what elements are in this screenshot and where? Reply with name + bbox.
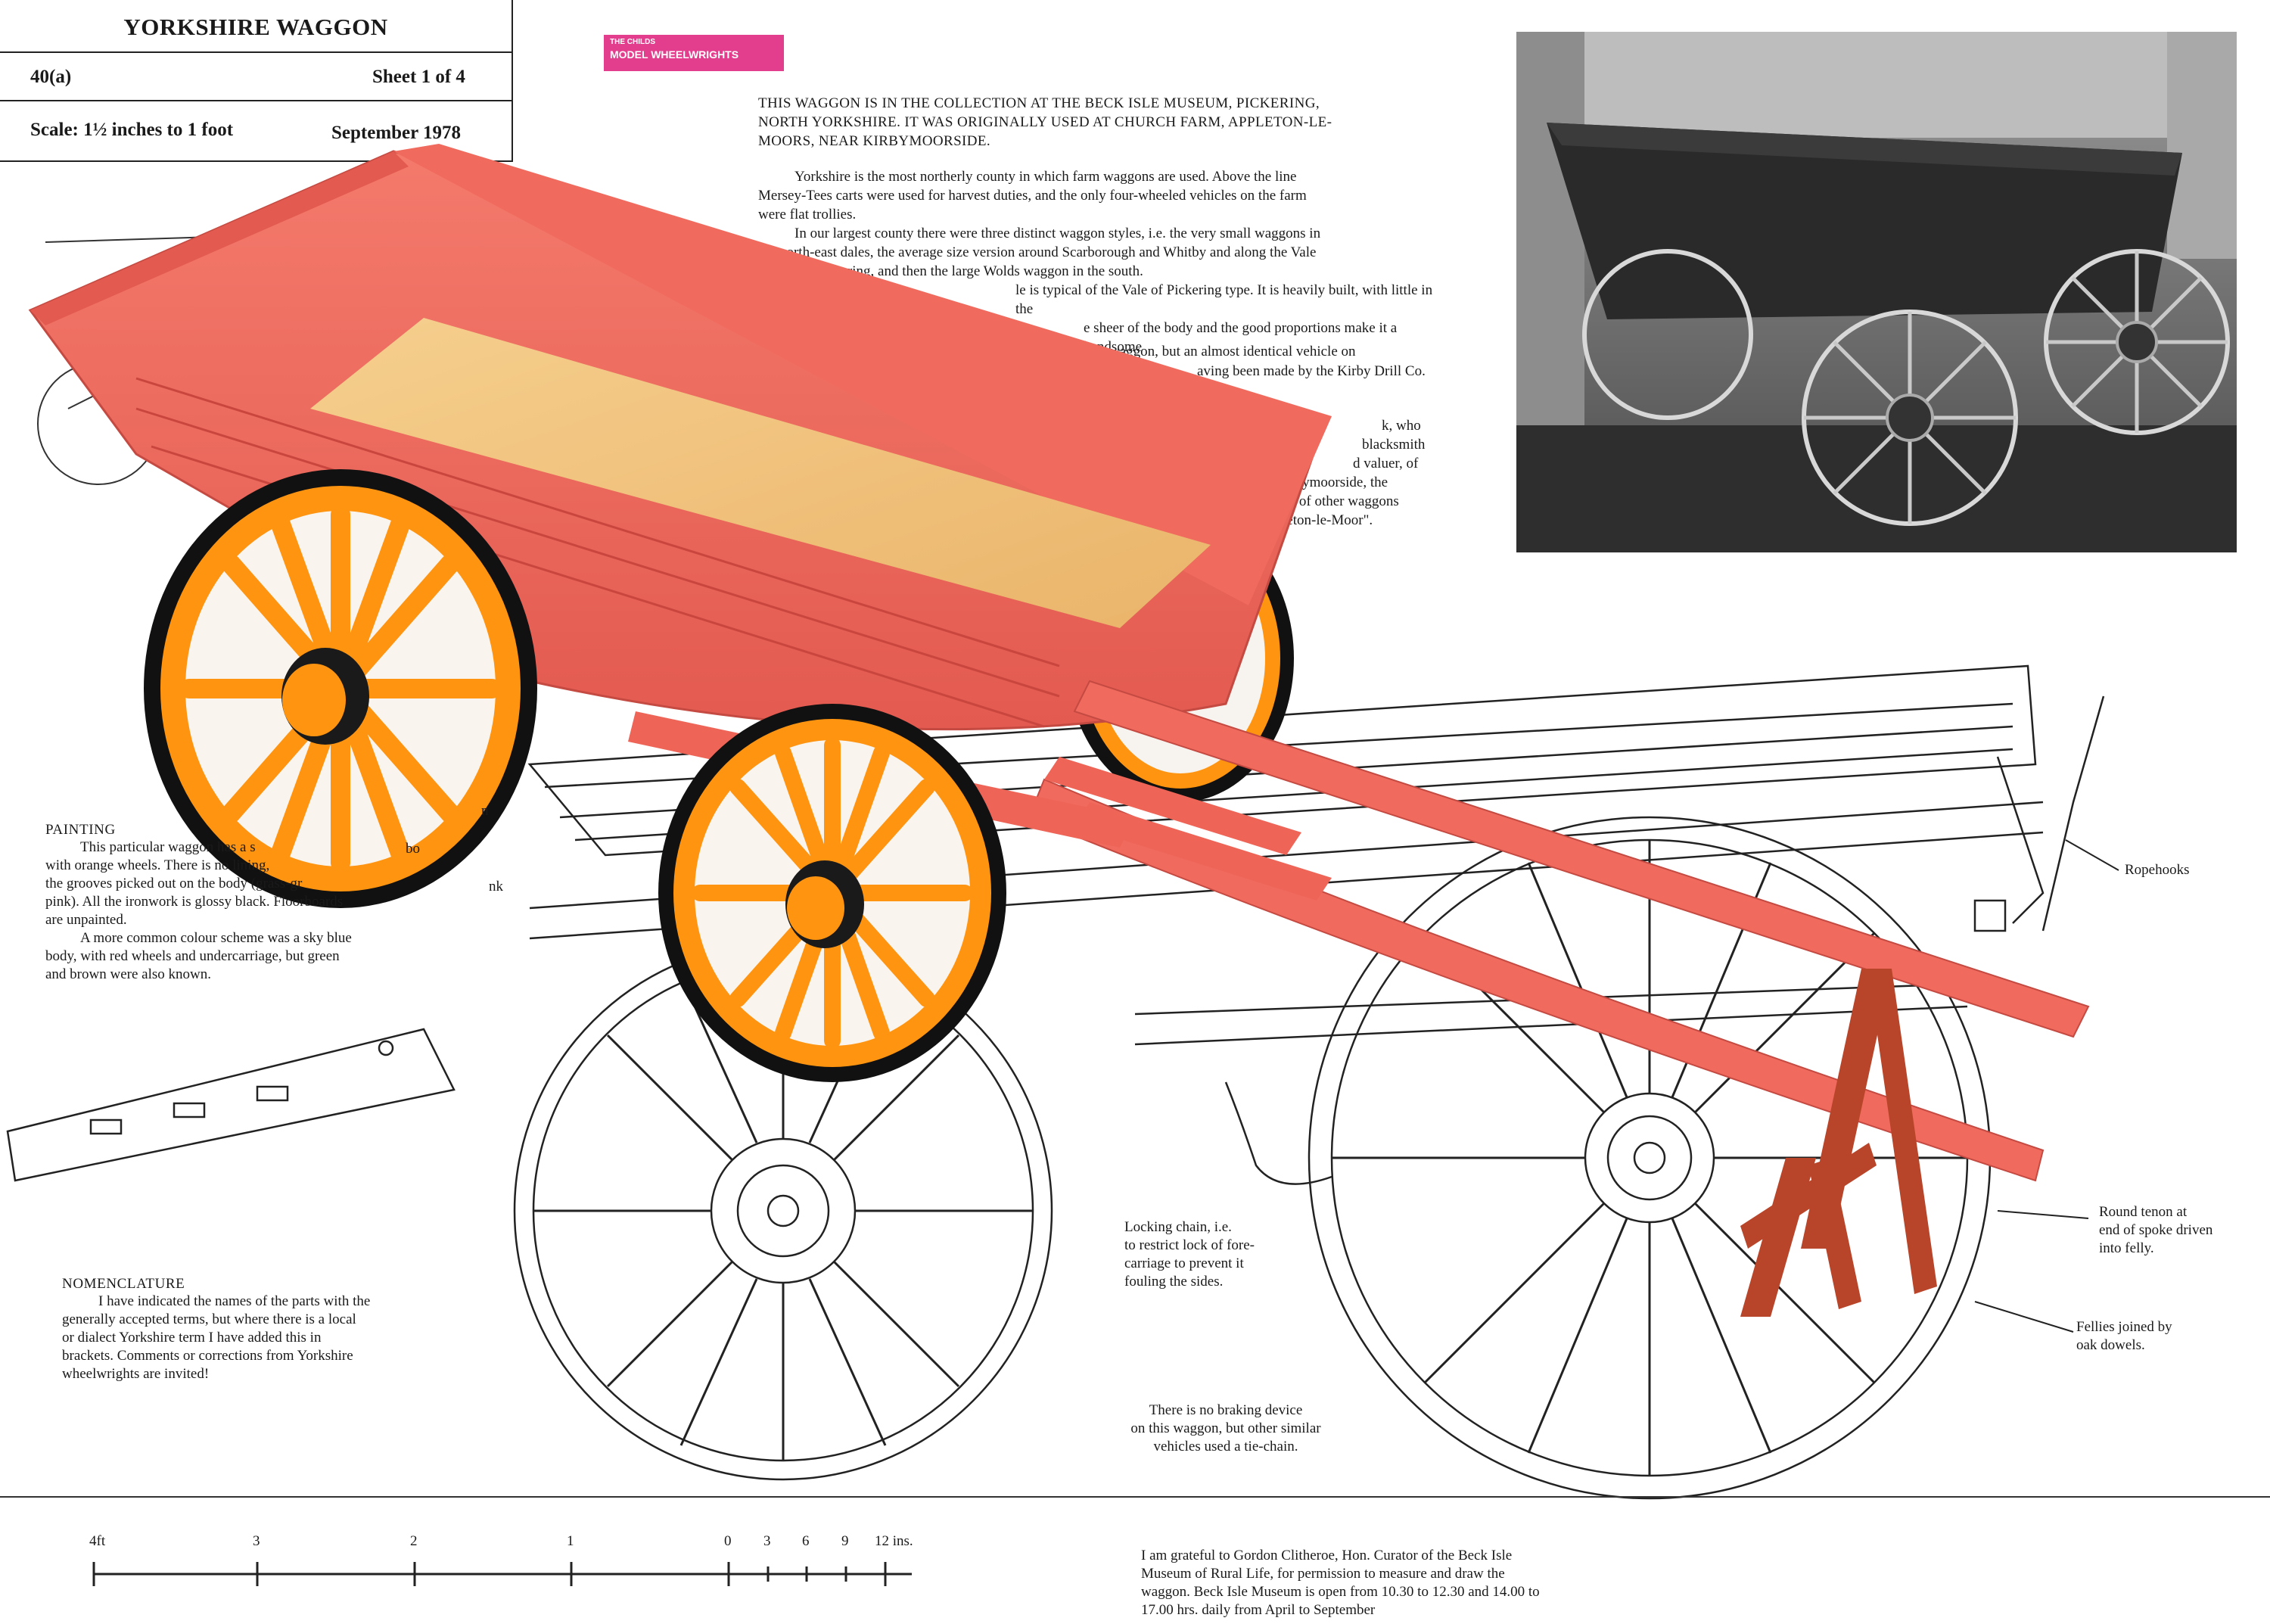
intro-line: Yorkshire is the most northerly county i… bbox=[794, 169, 1297, 185]
intro-fragment: blacksmith bbox=[1362, 437, 1426, 453]
label-line: on this waggon, but other similar bbox=[1130, 1420, 1321, 1436]
badge-line1: THE CHILDS bbox=[610, 38, 655, 46]
intro-fragment: irbymoorside, the bbox=[1286, 474, 1388, 490]
painting-line: the grooves picked out on the body (gras… bbox=[45, 876, 303, 891]
waggon-photo bbox=[1516, 32, 2237, 552]
intro-caps-line: NORTH YORKSHIRE. IT WAS ORIGINALLY USED … bbox=[758, 114, 1332, 130]
drawing-date: September 1978 bbox=[331, 123, 462, 143]
drawing-number: 40(a) bbox=[30, 67, 72, 87]
ack-line: I am grateful to Gordon Clitheroe, Hon. … bbox=[1141, 1548, 1513, 1563]
label-line: into felly. bbox=[2099, 1240, 2154, 1256]
intro-fragment: cal of other waggons bbox=[1279, 493, 1399, 509]
painting-line: A more common colour scheme was a sky bl… bbox=[80, 930, 352, 946]
scale-tick-label: 1 bbox=[567, 1533, 574, 1549]
scale-tick-label: 2 bbox=[410, 1533, 418, 1549]
acknowledgement: I am grateful to Gordon Clitheroe, Hon. … bbox=[1141, 1547, 1671, 1619]
scale-tick-label: 4ft bbox=[89, 1533, 106, 1549]
nomenclature-section: NOMENCLATURE I have indicated the names … bbox=[62, 1276, 456, 1383]
nomenclature-line: wheelwrights are invited! bbox=[62, 1366, 210, 1382]
ack-line: Museum of Rural Life, for permission to … bbox=[1141, 1566, 1505, 1582]
label-line: oak dowels. bbox=[2076, 1337, 2145, 1353]
label-line: There is no braking device bbox=[1149, 1402, 1303, 1418]
scale-tick-label: 0 bbox=[724, 1533, 732, 1549]
painting-line: and brown were also known. bbox=[45, 966, 211, 982]
painting-line: are unpainted. bbox=[45, 912, 127, 928]
trestle-stand bbox=[1740, 969, 1937, 1317]
painting-line: This particular waggon has a s bbox=[80, 839, 256, 855]
label-line: Round tenon at bbox=[2099, 1204, 2188, 1220]
intro-line: were flat trollies. bbox=[758, 207, 857, 222]
intro-caps-line: MOORS, NEAR KIRBYMOORSIDE. bbox=[758, 133, 991, 149]
drawing-scale: Scale: 1½ inches to 1 foot bbox=[30, 120, 234, 140]
label-no-brake: There is no braking device on this waggo… bbox=[1097, 1402, 1354, 1456]
badge-line2: MODEL WHEELWRIGHTS bbox=[610, 48, 739, 61]
scale-bar-lines bbox=[92, 1562, 912, 1586]
sheet-number: Sheet 1 of 4 bbox=[372, 67, 465, 87]
intro-fragment: ppleton-le-Moor". bbox=[1268, 512, 1373, 528]
label-locking-chain: Locking chain, i.e. to restrict lock of … bbox=[1124, 1218, 1255, 1291]
scale-tick-label: 3 bbox=[763, 1533, 771, 1549]
ack-line: waggon. Beck Isle Museum is open from 10… bbox=[1141, 1584, 1540, 1600]
drawing-title: YORKSHIRE WAGGON bbox=[123, 14, 388, 40]
waggon-body-inner bbox=[393, 144, 1332, 605]
painting-fragment: nk bbox=[489, 879, 503, 894]
painting-line: pink). All the ironwork is glossy black.… bbox=[45, 894, 344, 910]
intro-fragment: k, who bbox=[1382, 418, 1421, 434]
publisher-badge: THE CHILDS MODEL WHEELWRIGHTS bbox=[604, 35, 784, 71]
nomenclature-line: generally accepted terms, but where ther… bbox=[62, 1311, 356, 1327]
rear-wheel-render bbox=[144, 469, 537, 908]
nomenclature-line: or dialect Yorkshire term I have added t… bbox=[62, 1330, 322, 1346]
intro-line: In our largest county there were three d… bbox=[794, 226, 1321, 241]
label-line: Locking chain, i.e. bbox=[1124, 1219, 1232, 1235]
label-line: Fellies joined by bbox=[2076, 1319, 2172, 1335]
label-fellies: Fellies joined by oak dowels. bbox=[2076, 1318, 2172, 1355]
painting-line: with orange wheels. There is no lining, bbox=[45, 857, 270, 873]
title-block: YORKSHIRE WAGGON 40(a) Sheet 1 of 4 Scal… bbox=[0, 0, 513, 162]
intro-fragment: on this waggon, but an almost identical … bbox=[1067, 344, 1356, 359]
painting-fragment: n bbox=[481, 803, 489, 819]
scale-tick-label: 12 ins. bbox=[875, 1533, 913, 1549]
intro-text: THIS WAGGON IS IN THE COLLECTION AT THE … bbox=[758, 94, 1439, 356]
scale-tick-label: 9 bbox=[841, 1533, 849, 1549]
intro-line: le is typical of the Vale of Pickering t… bbox=[1015, 282, 1433, 317]
label-line: vehicles used a tie-chain. bbox=[1153, 1439, 1298, 1454]
painting-section: PAINTING This particular waggon has a s … bbox=[45, 822, 530, 984]
intro-line: Mersey-Tees carts were used for harvest … bbox=[758, 188, 1307, 204]
scale-tick-label: 6 bbox=[802, 1533, 810, 1549]
label-line: carriage to prevent it bbox=[1124, 1255, 1244, 1271]
painting-line: body, with red wheels and undercarriage,… bbox=[45, 948, 340, 964]
waggon-floor bbox=[310, 318, 1211, 628]
label-line: end of spoke driven bbox=[2099, 1222, 2213, 1238]
intro-fragment: d valuer, of bbox=[1353, 456, 1419, 471]
shaft-upper bbox=[1073, 680, 2090, 1038]
intro-line: kering, and then the large Wolds waggon … bbox=[834, 263, 1143, 279]
ack-line: 17.00 hrs. daily from April to September bbox=[1141, 1602, 1376, 1618]
label-round-tenon: Round tenon at end of spoke driven into … bbox=[2099, 1203, 2212, 1258]
label-ropehooks: Ropehooks bbox=[2125, 862, 2190, 878]
painting-heading: PAINTING bbox=[45, 822, 116, 838]
rear-wheel-spokes bbox=[533, 961, 1033, 1461]
nomenclature-line: I have indicated the names of the parts … bbox=[98, 1293, 371, 1309]
nomenclature-heading: NOMENCLATURE bbox=[62, 1276, 185, 1292]
nomenclature-line: brackets. Comments or corrections from Y… bbox=[62, 1348, 353, 1364]
intro-line: the north-east dales, the average size v… bbox=[758, 244, 1317, 260]
intro-caps-line: THIS WAGGON IS IN THE COLLECTION AT THE … bbox=[758, 95, 1320, 111]
scale-tick-label: 3 bbox=[253, 1533, 260, 1549]
painting-fragment: bo bbox=[406, 841, 420, 857]
intro-fragment: aving been made by the Kirby Drill Co. bbox=[1197, 363, 1426, 379]
label-line: fouling the sides. bbox=[1124, 1274, 1224, 1290]
label-line: to restrict lock of fore- bbox=[1124, 1237, 1255, 1253]
front-wheel-render bbox=[658, 704, 1006, 1082]
